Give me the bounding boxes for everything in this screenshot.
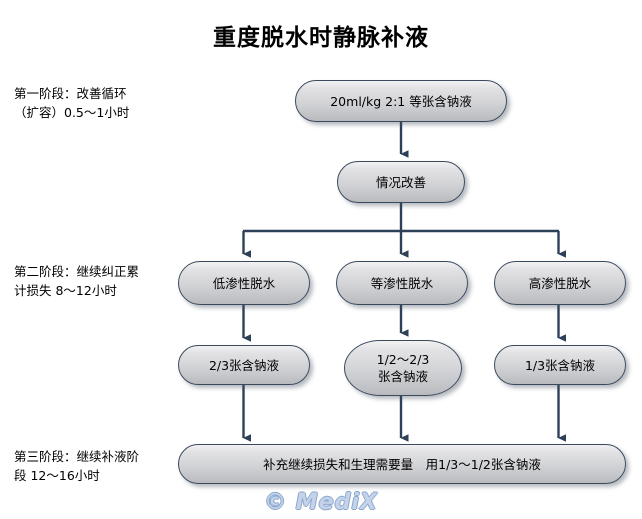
node-hypertonic-dehydration-label: 高渗性脱水 bbox=[528, 275, 592, 291]
stage-label-phase-1: 第一阶段：改善循环 （扩容）0.5～1小时 bbox=[14, 86, 130, 120]
stage-label-phase-3: 第三阶段：继续补液阶 段 12～16小时 bbox=[14, 449, 140, 483]
node-condition-improved[interactable]: 情况改善 bbox=[337, 161, 465, 203]
node-isotonic-dehydration[interactable]: 等渗性脱水 bbox=[336, 261, 468, 305]
node-hypotonic-dehydration[interactable]: 低渗性脱水 bbox=[178, 261, 310, 305]
node-fluid-for-hypertonic-label: 1/3张含钠液 bbox=[524, 357, 596, 373]
node-maintenance-fluid[interactable]: 补充继续损失和生理需要量 用1/3～1/2张含钠液 bbox=[178, 444, 626, 484]
node-fluid-for-hypotonic-label: 2/3张含钠液 bbox=[208, 357, 280, 373]
watermark: © MediX bbox=[264, 490, 378, 515]
node-fluid-for-hypertonic[interactable]: 1/3张含钠液 bbox=[494, 345, 626, 385]
node-isotonic-dehydration-label: 等渗性脱水 bbox=[370, 275, 434, 291]
node-hypotonic-dehydration-label: 低渗性脱水 bbox=[212, 275, 276, 291]
node-condition-improved-label: 情况改善 bbox=[375, 174, 426, 190]
node-fluid-for-isotonic[interactable]: 1/2～2/3 张含钠液 bbox=[344, 340, 462, 396]
page-title: 重度脱水时静脉补液 bbox=[213, 25, 429, 51]
node-initial-bolus[interactable]: 20ml/kg 2:1 等张含钠液 bbox=[295, 80, 507, 122]
stage-label-phase-2: 第二阶段：继续纠正累 计损失 8～12小时 bbox=[14, 264, 140, 298]
node-maintenance-fluid-label: 补充继续损失和生理需要量 用1/3～1/2张含钠液 bbox=[263, 456, 541, 472]
node-hypertonic-dehydration[interactable]: 高渗性脱水 bbox=[494, 261, 626, 305]
node-fluid-for-isotonic-label: 1/2～2/3 张含钠液 bbox=[376, 352, 430, 384]
node-fluid-for-hypotonic[interactable]: 2/3张含钠液 bbox=[178, 345, 310, 385]
node-initial-bolus-label: 20ml/kg 2:1 等张含钠液 bbox=[330, 93, 472, 109]
